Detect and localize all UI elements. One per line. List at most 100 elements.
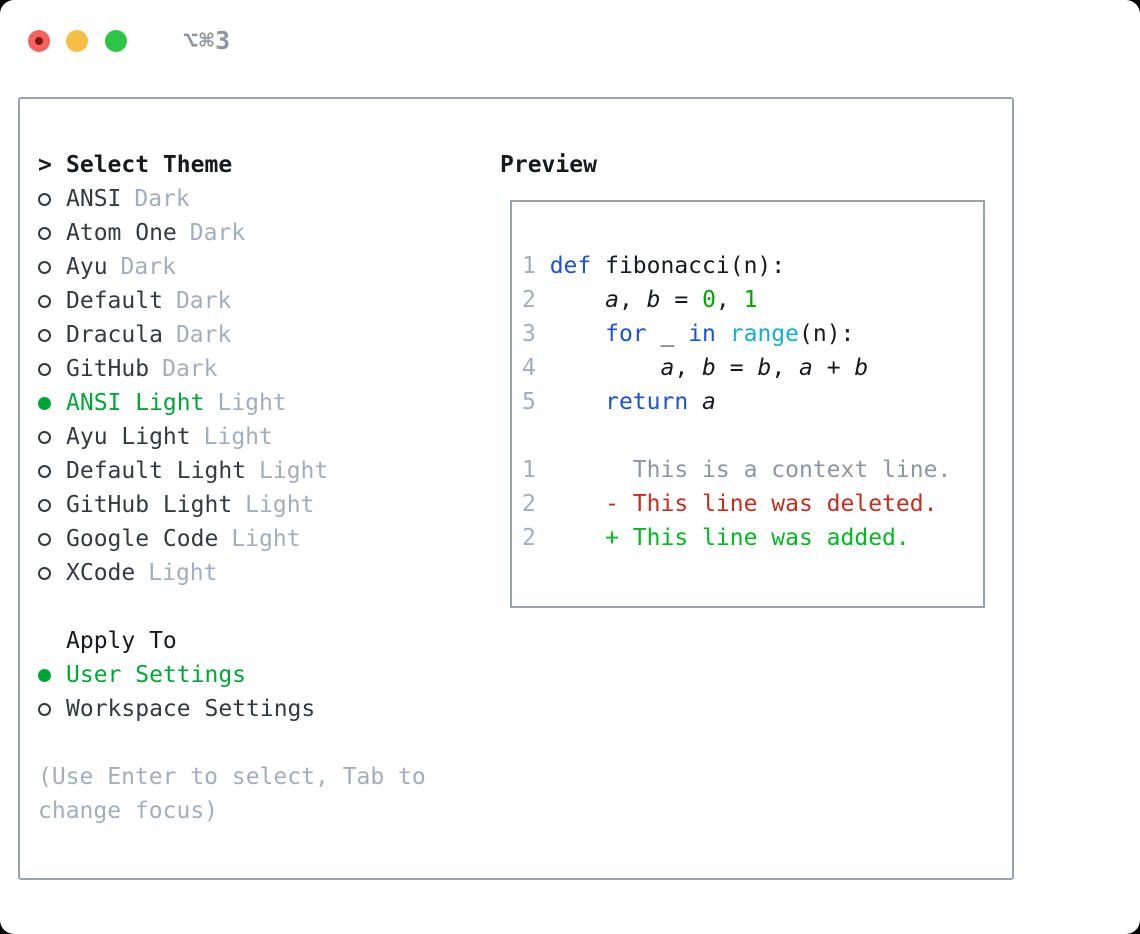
- code-token-plain: ,: [715, 287, 744, 313]
- radio-icon: [38, 566, 66, 580]
- zoom-button-icon[interactable]: [105, 29, 127, 52]
- theme-option[interactable]: ANSI Light Light: [38, 386, 426, 420]
- theme-option[interactable]: GitHub Light Light: [38, 488, 426, 522]
- code-token-var: b: [646, 287, 661, 313]
- radio-selected-icon: [38, 668, 66, 682]
- theme-option[interactable]: Ayu Light Light: [38, 420, 426, 454]
- radio-icon: [38, 260, 66, 274]
- code-token-plain: [688, 389, 702, 415]
- hint-row: (Use Enter to select, Tab to: [38, 760, 426, 794]
- line-number: 4: [522, 355, 550, 381]
- theme-option-label: Ayu Light: [66, 424, 191, 450]
- radio-dot-outline: [38, 362, 51, 376]
- theme-variant-tag: Dark: [175, 322, 232, 348]
- code-token-var: b: [854, 355, 869, 381]
- radio-dot-outline: [38, 702, 51, 716]
- hint-row: change focus): [38, 794, 426, 828]
- theme-variant-tag: Light: [203, 424, 273, 450]
- code-line: 1 This is a context line.: [522, 453, 951, 487]
- hint-text-line-1: (Use Enter to select, Tab to: [38, 764, 426, 790]
- code-token-plain: [716, 321, 730, 347]
- radio-icon: [38, 362, 66, 376]
- code-token-keyword: return: [605, 389, 689, 415]
- theme-variant-tag: Dark: [175, 288, 232, 314]
- apply-to-option[interactable]: Workspace Settings: [38, 692, 426, 726]
- code-token-plain: ,: [771, 355, 800, 381]
- theme-option-label: Atom One: [66, 220, 177, 246]
- theme-option-label: Default Light: [66, 458, 247, 484]
- theme-variant-tag: Dark: [120, 254, 176, 280]
- radio-icon: [38, 226, 66, 240]
- minimize-button-icon[interactable]: [66, 29, 88, 52]
- radio-icon: [38, 498, 66, 512]
- code-token-plain: [550, 287, 605, 313]
- code-line: [522, 419, 951, 453]
- prompt-marker: >: [38, 152, 66, 178]
- theme-option[interactable]: Ayu Dark: [38, 250, 426, 284]
- code-line: 5 return a: [522, 385, 951, 419]
- code-line: 4 a, b = b, a + b: [522, 351, 951, 385]
- theme-variant-tag: Light: [245, 492, 315, 518]
- apply-to-option-label: Workspace Settings: [66, 696, 316, 722]
- code-token-var: a: [799, 355, 813, 381]
- radio-icon: [38, 702, 66, 716]
- apply-to-option-label: User Settings: [66, 662, 247, 688]
- code-line: 3 for _ in range(n):: [522, 317, 951, 351]
- apply-to-header: Apply To: [38, 624, 426, 658]
- code-token-var: b: [702, 355, 716, 381]
- theme-option-label: Google Code: [66, 526, 219, 552]
- code-token-added: + This line was added.: [605, 525, 910, 551]
- code-token-keyword: in: [688, 321, 716, 347]
- radio-icon: [38, 430, 66, 444]
- radio-icon: [38, 464, 66, 478]
- radio-dot-outline: [38, 328, 51, 342]
- apply-to-option[interactable]: User Settings: [38, 658, 426, 692]
- code-token-var: a: [660, 355, 675, 381]
- code-line: 1 def fibonacci(n):: [522, 249, 951, 283]
- theme-option-label: ANSI Light: [66, 390, 205, 416]
- radio-dot-outline: [38, 192, 51, 206]
- chevron-right-icon: >: [38, 152, 52, 178]
- theme-variant-tag: Light: [217, 390, 287, 416]
- radio-selected-icon: [38, 396, 66, 410]
- code-token-var: a: [605, 287, 619, 313]
- close-button-icon[interactable]: [28, 29, 50, 52]
- code-token-plain: +: [812, 355, 855, 381]
- code-token-plain: [550, 491, 605, 517]
- radio-dot-outline: [38, 226, 51, 240]
- theme-variant-tag: Dark: [162, 356, 218, 382]
- spacer-row: [38, 590, 426, 624]
- apply-to-title: Apply To: [66, 628, 177, 654]
- code-token-plain: =: [660, 287, 703, 313]
- line-number: 5: [522, 389, 550, 415]
- theme-option-label: GitHub Light: [66, 492, 233, 518]
- code-token-var: a: [702, 389, 716, 415]
- line-number: 2: [522, 491, 550, 517]
- theme-variant-tag: Dark: [134, 186, 190, 212]
- hint-text-line-2: change focus): [38, 798, 219, 824]
- line-number: 3: [522, 321, 550, 347]
- window-titlebar: ⌥⌘3: [28, 26, 231, 55]
- radio-dot-outline: [38, 294, 51, 308]
- theme-option-label: Ayu: [66, 254, 108, 280]
- line-number: 1: [522, 457, 550, 483]
- radio-dot-outline: [38, 498, 51, 512]
- code-token-num: 1: [743, 287, 758, 313]
- radio-dot-outline: [38, 566, 51, 580]
- select-theme-header: > Select Theme: [38, 148, 426, 182]
- line-number: 2: [522, 525, 550, 551]
- select-theme-title: Select Theme: [66, 152, 233, 178]
